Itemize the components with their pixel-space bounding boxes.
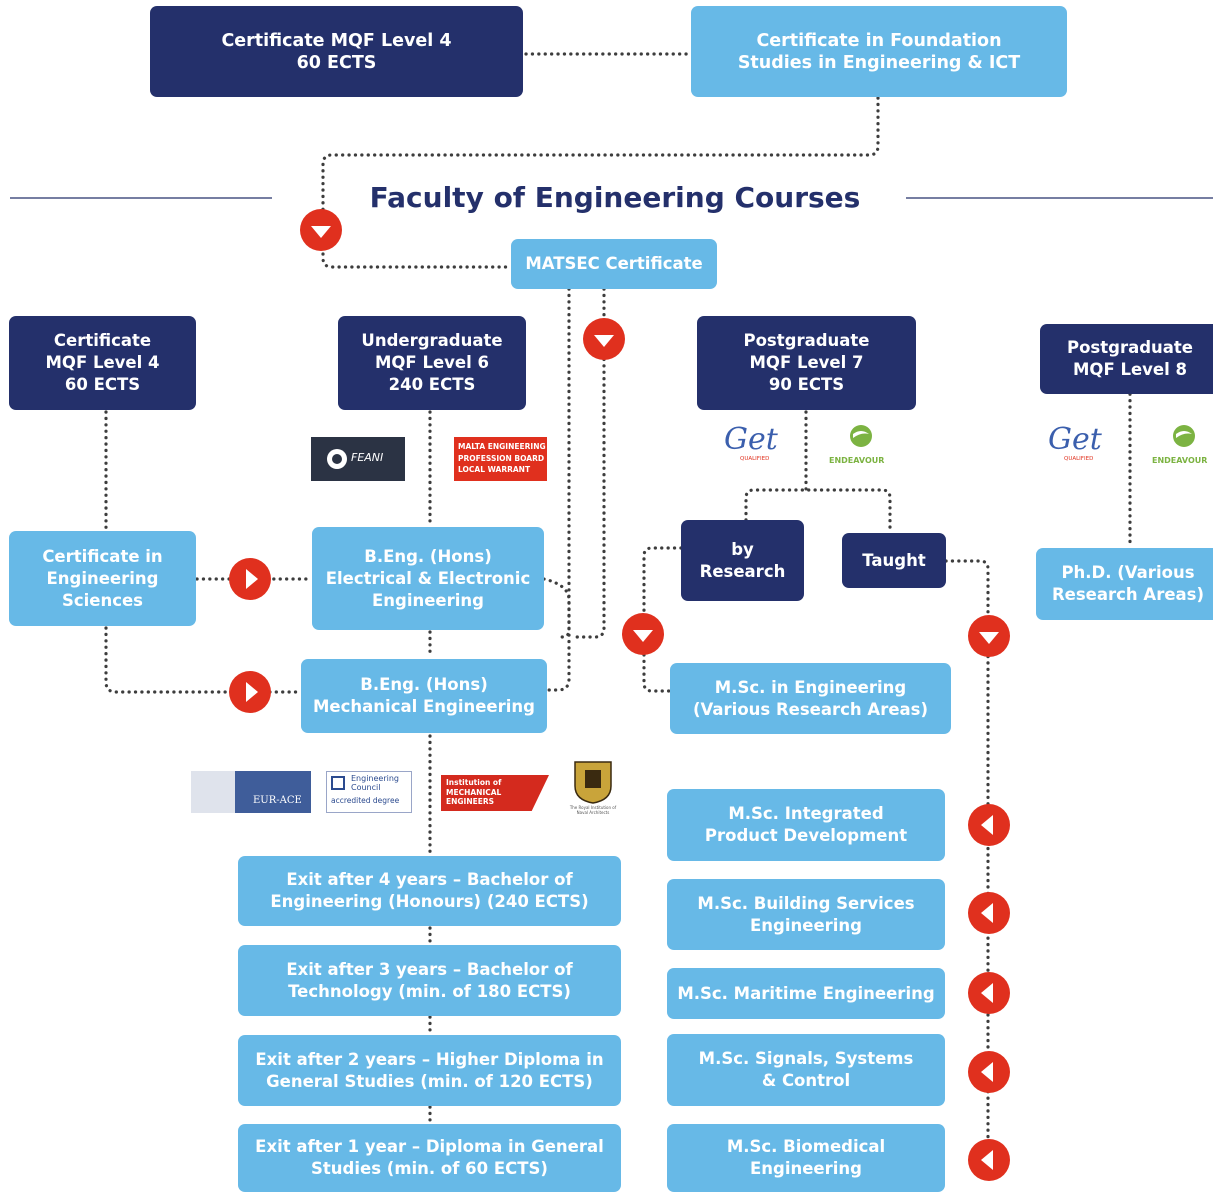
rina-caption: The Royal Institution of Naval Architect…: [569, 805, 617, 815]
box-exit-1-year[interactable]: Exit after 1 year – Diploma in General S…: [238, 1124, 621, 1192]
box-top-certificate-mqf4[interactable]: Certificate MQF Level 4 60 ECTS: [150, 6, 523, 97]
getqualified-label: Get: [1048, 424, 1102, 457]
box-matsec-certificate[interactable]: MATSEC Certificate: [511, 239, 717, 289]
rina-crest-logo: The Royal Institution of Naval Architect…: [563, 756, 623, 819]
feani-label: FEANI: [351, 451, 384, 464]
getqualified-logo: Get QUALIFIED: [1046, 424, 1106, 468]
box-foundation-studies[interactable]: Certificate in Foundation Studies in Eng…: [691, 6, 1067, 97]
box-msc-biomedical[interactable]: M.Sc. Biomedical Engineering: [667, 1124, 945, 1192]
box-taught[interactable]: Taught: [842, 533, 946, 588]
connector-research-msc: [642, 546, 683, 693]
arrow-right-marker: [229, 671, 271, 713]
imeche-logo: Institution of MECHANICAL ENGINEERS: [441, 775, 549, 811]
connector-matsec-mechanical: [573, 287, 606, 639]
arrow-down-marker: [300, 209, 342, 251]
getqualified-logo: Get QUALIFIED: [722, 424, 782, 468]
connector-foundation-matsec: [321, 96, 880, 269]
feani-logo: FEANI: [311, 437, 405, 481]
header-postgraduate-mqf7: Postgraduate MQF Level 7 90 ECTS: [697, 316, 916, 410]
connector-electrical-right: [542, 577, 571, 692]
feani-mark-icon: [327, 449, 347, 469]
box-msc-maritime[interactable]: M.Sc. Maritime Engineering: [667, 968, 945, 1019]
box-beng-mechanical[interactable]: B.Eng. (Hons) Mechanical Engineering: [301, 659, 547, 733]
box-beng-electrical[interactable]: B.Eng. (Hons) Electrical & Electronic En…: [312, 527, 544, 630]
box-exit-4-years[interactable]: Exit after 4 years – Bachelor of Enginee…: [238, 856, 621, 926]
arrow-left-marker: [968, 972, 1010, 1014]
arrow-left-marker: [968, 1051, 1010, 1093]
header-undergraduate-mqf6: Undergraduate MQF Level 6 240 ECTS: [338, 316, 526, 410]
box-exit-3-years[interactable]: Exit after 3 years – Bachelor of Technol…: [238, 945, 621, 1016]
rina-crest-icon: [574, 761, 612, 804]
arrow-left-marker: [968, 892, 1010, 934]
box-by-research[interactable]: by Research: [681, 520, 804, 601]
engineering-council-sublabel: accredited degree: [331, 796, 400, 805]
endeavour-label: ENDEAVOUR: [1152, 456, 1208, 465]
box-msc-signals[interactable]: M.Sc. Signals, Systems & Control: [667, 1034, 945, 1106]
header-postgraduate-mqf8: Postgraduate MQF Level 8: [1040, 324, 1213, 394]
connector-pg7-branches: [744, 410, 892, 534]
arrow-left-marker: [968, 1139, 1010, 1181]
getqualified-label: Get: [724, 424, 778, 457]
box-msc-engineering[interactable]: M.Sc. in Engineering (Various Research A…: [670, 663, 951, 734]
box-exit-2-years[interactable]: Exit after 2 years – Higher Diploma in G…: [238, 1035, 621, 1106]
endeavour-mark-icon: [850, 425, 872, 447]
connector-matsec-electrical: [558, 287, 571, 639]
arrow-down-marker: [968, 615, 1010, 657]
arrow-left-marker: [968, 804, 1010, 846]
engineering-council-mark-icon: [331, 776, 345, 790]
eurace-logo: EUR-ACE: [191, 771, 311, 813]
box-phd[interactable]: Ph.D. (Various Research Areas): [1036, 548, 1213, 620]
eurace-label: EUR-ACE: [253, 795, 302, 806]
mepb-label: MALTA ENGINEERING PROFESSION BOARD LOCAL…: [458, 442, 546, 474]
box-cert-engineering-sciences[interactable]: Certificate in Engineering Sciences: [9, 531, 196, 626]
header-certificate-mqf4: Certificate MQF Level 4 60 ECTS: [9, 316, 196, 410]
mepb-logo: MALTA ENGINEERING PROFESSION BOARD LOCAL…: [454, 437, 547, 481]
getqualified-sublabel: QUALIFIED: [740, 456, 770, 462]
box-msc-ipd[interactable]: M.Sc. Integrated Product Development: [667, 789, 945, 861]
box-msc-building-services[interactable]: M.Sc. Building Services Engineering: [667, 879, 945, 950]
engineering-council-logo: Engineering Council accredited degree: [326, 771, 412, 813]
arrow-down-marker: [622, 613, 664, 655]
arrow-right-marker: [229, 558, 271, 600]
imeche-label: Institution of MECHANICAL ENGINEERS: [446, 778, 502, 806]
endeavour-label: ENDEAVOUR: [829, 456, 885, 465]
endeavour-logo: ENDEAVOUR: [1148, 422, 1213, 470]
getqualified-sublabel: QUALIFIED: [1064, 456, 1094, 462]
arrow-down-marker: [583, 318, 625, 360]
endeavour-mark-icon: [1173, 425, 1195, 447]
engineering-council-label: Engineering Council: [351, 774, 399, 792]
eurace-panel: [235, 771, 311, 813]
endeavour-logo: ENDEAVOUR: [825, 422, 897, 470]
connector-certsci-mechanical: [104, 626, 302, 694]
section-heading: Faculty of Engineering Courses: [369, 181, 861, 214]
